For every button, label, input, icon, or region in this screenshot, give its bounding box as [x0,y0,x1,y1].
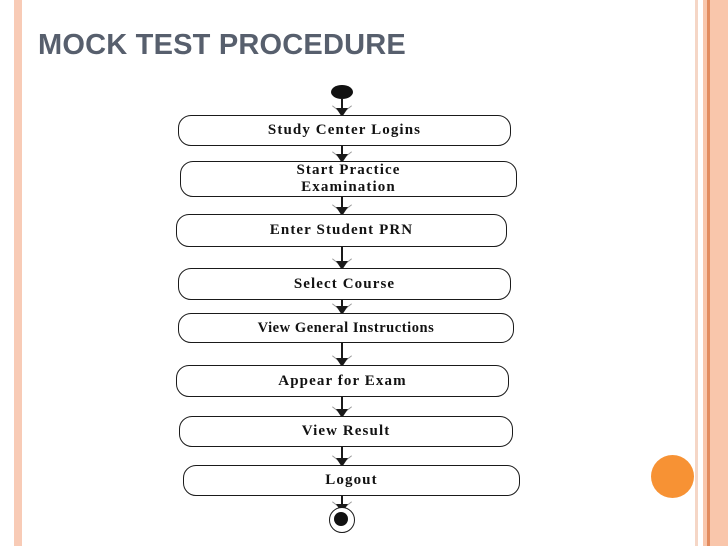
activity-node-enter-student-prn[interactable]: Enter Student PRN [176,214,507,247]
arrow-head-icon [336,207,348,216]
activity-label: Enter Student PRN [269,222,414,239]
activity-node-view-result[interactable]: View Result [179,416,513,447]
edge-n6-to-n7 [332,397,352,418]
orange-accent-circle [651,455,694,498]
activity-label: Start Practice Examination [296,162,401,195]
activity-node-start-practice-examination[interactable]: Start Practice Examination [180,161,517,197]
activity-label: View Result [301,423,391,440]
activity-label: Appear for Exam [278,372,407,389]
activity-node-view-general-instructions[interactable]: View General Instructions [178,313,514,343]
edge-n2-to-n3 [332,197,352,216]
page-title: MOCK TEST PROCEDURE [38,29,406,61]
activity-diagram: Study Center Logins Start Practice Exami… [176,82,520,533]
activity-node-select-course[interactable]: Select Course [178,268,511,300]
edge-start-to-n1 [332,98,352,117]
edge-n4-to-n5 [332,300,352,315]
activity-label: Study Center Logins [267,122,422,139]
arrow-head-icon [336,261,348,270]
edge-n5-to-n6 [332,343,352,367]
activity-label: View General Instructions [257,319,435,336]
arrow-head-icon [336,458,348,467]
arrow-head-icon [336,306,348,315]
arrow-head-icon [336,409,348,418]
activity-label: Logout [325,472,378,489]
activity-node-logout[interactable]: Logout [183,465,520,496]
left-accent-stripe [14,0,22,546]
activity-node-study-center-logins[interactable]: Study Center Logins [178,115,511,146]
arrow-head-icon [336,108,348,117]
edge-n3-to-n4 [332,247,352,270]
arrow-head-icon [336,358,348,367]
initial-state-node [331,85,353,99]
activity-label: Select Course [293,275,396,292]
arrow-head-icon [336,154,348,163]
right-accent-line [707,0,710,546]
edge-n1-to-n2 [332,146,352,163]
right-thin-accent-stripe [695,0,698,546]
activity-node-appear-for-exam[interactable]: Appear for Exam [176,365,509,397]
final-state-node [329,507,355,533]
edge-n7-to-n8 [332,447,352,467]
